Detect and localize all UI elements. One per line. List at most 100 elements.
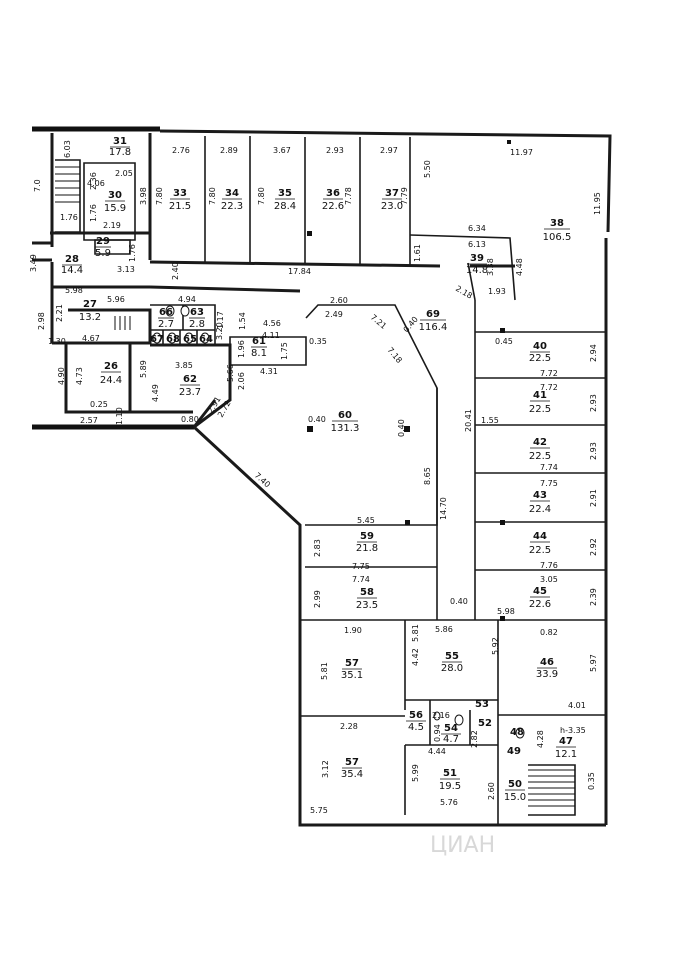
dim-label: 4.94 bbox=[178, 295, 196, 304]
room-67: 67 bbox=[150, 334, 164, 345]
dim-label: 2.60 bbox=[330, 296, 348, 305]
room-54: 544.7 bbox=[441, 723, 461, 745]
room-49: 49 bbox=[507, 746, 521, 757]
dim-label: 2.82 bbox=[470, 730, 479, 748]
svg-text:29: 29 bbox=[96, 236, 110, 247]
dim-label: 2.99 bbox=[313, 590, 322, 608]
dim-label: 2.28 bbox=[340, 722, 358, 731]
dim-label: 2.60 bbox=[487, 782, 496, 800]
dim-label: 1.10 bbox=[115, 407, 124, 425]
dim-label: 4.49 bbox=[151, 384, 160, 402]
svg-text:35.4: 35.4 bbox=[341, 769, 363, 780]
dim-label: 5.81 bbox=[411, 624, 420, 642]
svg-text:43: 43 bbox=[533, 490, 547, 501]
columns bbox=[307, 140, 511, 621]
dim-label: 1.90 bbox=[344, 626, 362, 635]
room-68: 68 bbox=[166, 334, 180, 345]
dim-label: 4.11 bbox=[262, 331, 280, 340]
svg-text:35: 35 bbox=[278, 188, 292, 199]
svg-text:31: 31 bbox=[113, 136, 127, 147]
dim-label: 2.05 bbox=[115, 169, 133, 178]
dim-label: 2.93 bbox=[589, 442, 598, 460]
svg-text:33: 33 bbox=[173, 188, 187, 199]
dim-label: 4.90 bbox=[57, 367, 66, 385]
dim-label: 6.34 bbox=[468, 224, 486, 233]
svg-text:4.5: 4.5 bbox=[408, 722, 424, 733]
dim-label: 3.85 bbox=[175, 361, 193, 370]
dim-label: 1.61 bbox=[413, 244, 422, 262]
svg-text:5.9: 5.9 bbox=[95, 248, 111, 259]
svg-text:68: 68 bbox=[166, 334, 180, 345]
dim-label: 3.67 bbox=[273, 146, 291, 155]
dim-label: 3.98 bbox=[139, 187, 148, 205]
dim-label: 7.74 bbox=[540, 463, 558, 472]
svg-text:22.6: 22.6 bbox=[322, 201, 344, 212]
dim-label: 5.66 bbox=[226, 364, 235, 382]
dim-label: 5.98 bbox=[497, 607, 515, 616]
svg-text:2.7: 2.7 bbox=[158, 319, 174, 330]
svg-text:21.5: 21.5 bbox=[169, 201, 191, 212]
svg-text:27: 27 bbox=[83, 299, 97, 310]
svg-text:22.5: 22.5 bbox=[529, 545, 551, 556]
dim-label: 0.40 bbox=[450, 597, 468, 606]
svg-text:56: 56 bbox=[409, 710, 423, 721]
walls bbox=[32, 126, 612, 827]
dim-label: 5.50 bbox=[423, 160, 432, 178]
dim-label: 11.95 bbox=[593, 192, 602, 215]
svg-text:64: 64 bbox=[199, 334, 213, 345]
dim-label: 5.89 bbox=[139, 360, 148, 378]
dim-label: 2.19 bbox=[103, 221, 121, 230]
dim-label: 0.40 bbox=[402, 315, 420, 334]
dim-label: 7.80 bbox=[257, 187, 266, 205]
dim-label: 3.49 bbox=[29, 254, 38, 272]
svg-text:38: 38 bbox=[550, 218, 564, 229]
dim-label: 1.30 bbox=[48, 337, 66, 346]
dim-label: 5.97 bbox=[589, 654, 598, 672]
svg-text:41: 41 bbox=[533, 390, 547, 401]
svg-text:131.3: 131.3 bbox=[331, 423, 360, 434]
dim-label: 5.96 bbox=[107, 295, 125, 304]
dim-label: 4.01 bbox=[568, 701, 586, 710]
dim-label: 7.76 bbox=[540, 561, 558, 570]
svg-text:35.1: 35.1 bbox=[341, 670, 363, 681]
svg-text:19.5: 19.5 bbox=[439, 781, 461, 792]
svg-text:22.5: 22.5 bbox=[529, 451, 551, 462]
svg-text:50: 50 bbox=[508, 779, 522, 790]
svg-text:53: 53 bbox=[475, 699, 489, 710]
dim-label: 7.18 bbox=[385, 346, 403, 365]
dim-label: 0.35 bbox=[309, 337, 327, 346]
dim-label: 1.76 bbox=[128, 244, 137, 262]
dim-label: 0.45 bbox=[495, 337, 513, 346]
room-66: 662.7 bbox=[158, 307, 174, 330]
stairs-bottom-right bbox=[528, 764, 576, 816]
svg-text:67: 67 bbox=[150, 334, 164, 345]
dim-label: 4.28 bbox=[536, 730, 545, 748]
svg-text:26: 26 bbox=[104, 361, 118, 372]
svg-text:65: 65 bbox=[183, 334, 197, 345]
svg-text:23.7: 23.7 bbox=[179, 387, 201, 398]
dim-label: 17.84 bbox=[288, 267, 311, 276]
svg-text:60: 60 bbox=[338, 410, 352, 421]
dim-label: 8.65 bbox=[423, 467, 432, 485]
dim-label: 4.42 bbox=[411, 648, 420, 666]
svg-text:28: 28 bbox=[65, 254, 79, 265]
dim-label: 1.75 bbox=[280, 342, 289, 360]
dim-label: 1.54 bbox=[238, 312, 247, 330]
svg-text:39: 39 bbox=[470, 253, 484, 264]
room-61: 618.1 bbox=[251, 336, 267, 359]
